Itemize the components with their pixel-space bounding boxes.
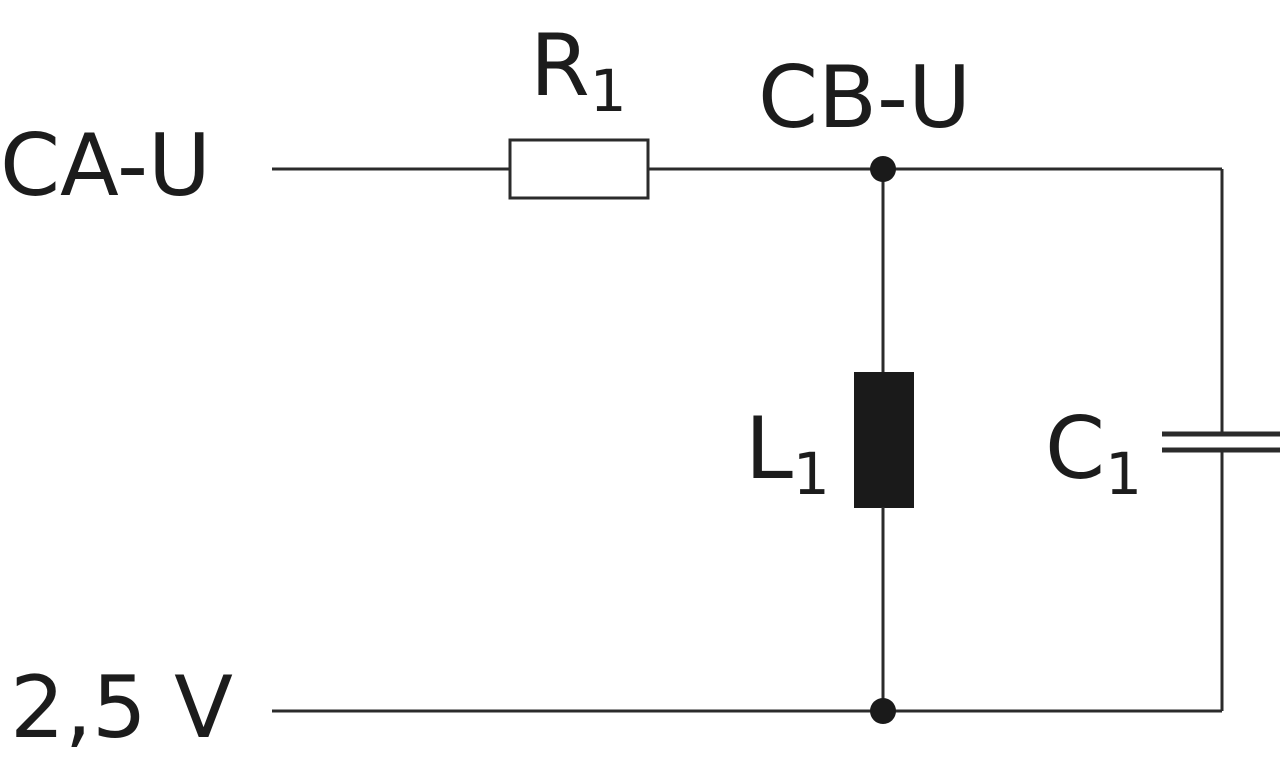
inductor-l1 [854, 372, 914, 508]
resistor-label-index: 1 [590, 57, 627, 125]
resistor-label-letter: R [530, 16, 590, 116]
inductor-label: L1 [745, 399, 830, 508]
terminal-label-node: CB-U [758, 48, 971, 148]
capacitor-label-letter: C [1045, 399, 1105, 499]
terminal-label-input: CA-U [0, 116, 211, 216]
capacitor-label-index: 1 [1105, 440, 1142, 508]
junction-dot-top [870, 156, 896, 182]
terminal-label-reference: 2,5 V [10, 658, 233, 758]
resistor-label: R1 [530, 16, 627, 125]
junction-dot-bottom [870, 698, 896, 724]
inductor-label-index: 1 [793, 440, 830, 508]
resistor-r1 [508, 138, 650, 200]
inductor-label-letter: L [745, 399, 793, 499]
capacitor-label: C1 [1045, 399, 1142, 508]
